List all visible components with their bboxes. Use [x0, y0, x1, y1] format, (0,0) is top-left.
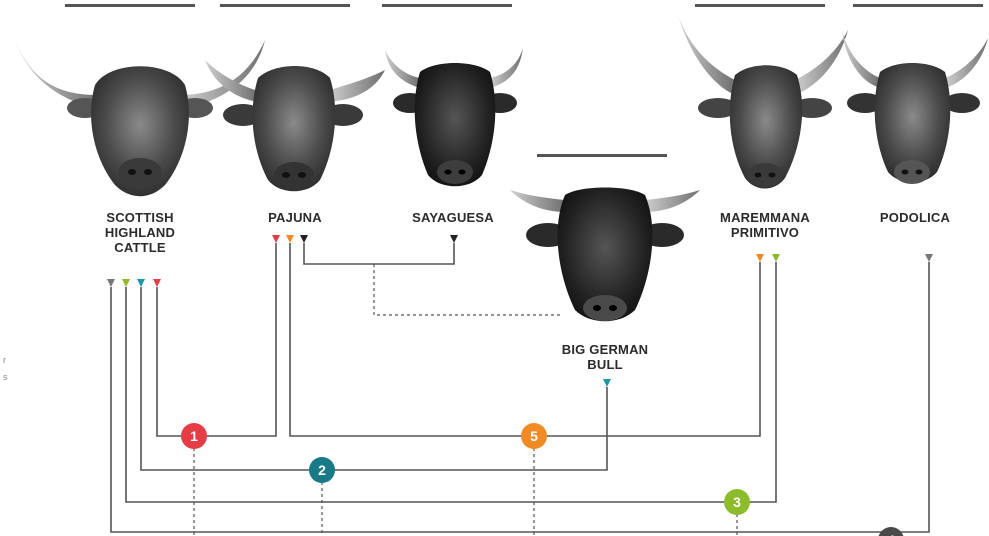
maremmana-marker-green	[772, 254, 780, 262]
pajuna-marker-orange	[286, 235, 294, 243]
scottish-marker-green	[122, 279, 130, 287]
cross-3-circle	[724, 489, 750, 515]
big-german-marker-teal	[603, 379, 611, 387]
header-bar-maremmana	[695, 4, 825, 7]
header-bar-pajuna	[220, 4, 350, 7]
header-bar-scottish	[65, 4, 195, 7]
breed-label-maremmana: MAREMMANA PRIMITIVO	[720, 210, 810, 240]
podolica-head-image	[842, 30, 988, 184]
pajuna-sayaguesa-line	[303, 243, 455, 265]
pajuna-head-image	[205, 60, 385, 192]
header-bar-big-german	[537, 154, 667, 157]
podolica-marker-gray	[925, 254, 933, 262]
cross-2-number: 2	[318, 462, 326, 478]
big-german-bull-head-image	[510, 187, 700, 322]
header-bar-sayaguesa	[382, 4, 512, 7]
pajuna-marker-red	[272, 235, 280, 243]
cross-4-line	[110, 262, 930, 533]
scottish-marker-red	[153, 279, 161, 287]
side-text-1: r	[3, 355, 6, 365]
breed-label-scottish: SCOTTISH HIGHLAND CATTLE	[104, 210, 176, 255]
cross-3-number: 3	[733, 494, 741, 510]
breed-label-sayaguesa: SAYAGUESA	[412, 210, 494, 225]
cross-5-number: 5	[530, 428, 538, 444]
header-bar-podolica	[853, 4, 983, 7]
cross-5-line	[289, 243, 761, 437]
cross-1-number: 1	[190, 428, 198, 444]
cross-3-line	[125, 262, 777, 503]
sayaguesa-head-image	[385, 48, 523, 187]
dashed-lines	[193, 264, 738, 536]
breed-markers	[107, 235, 933, 387]
cross-2-line	[140, 287, 608, 471]
cross-2-circle	[309, 457, 335, 483]
side-text-2: s	[3, 372, 8, 382]
cross-1-line	[156, 243, 277, 437]
maremmana-primitivo-head-image	[678, 15, 848, 189]
breed-label-pajuna: PAJUNA	[268, 210, 322, 225]
sayaguesa-to-german-dashed	[373, 264, 560, 316]
cross-4-number: 4	[887, 532, 895, 536]
scottish-highland-head-image	[15, 40, 265, 197]
cross-4-circle	[878, 527, 904, 536]
scottish-marker-gray	[107, 279, 115, 287]
cross-5-circle	[521, 423, 547, 449]
maremmana-marker-orange	[756, 254, 764, 262]
cross-1-circle	[181, 423, 207, 449]
pajuna-marker-black	[300, 235, 308, 243]
cross-circles	[181, 423, 904, 536]
sayaguesa-marker-black	[450, 235, 458, 243]
breed-label-podolica: PODOLICA	[879, 210, 951, 225]
breed-label-big-german: BIG GERMAN BULL	[561, 342, 649, 372]
scottish-marker-teal	[137, 279, 145, 287]
connector-lines	[110, 243, 930, 533]
